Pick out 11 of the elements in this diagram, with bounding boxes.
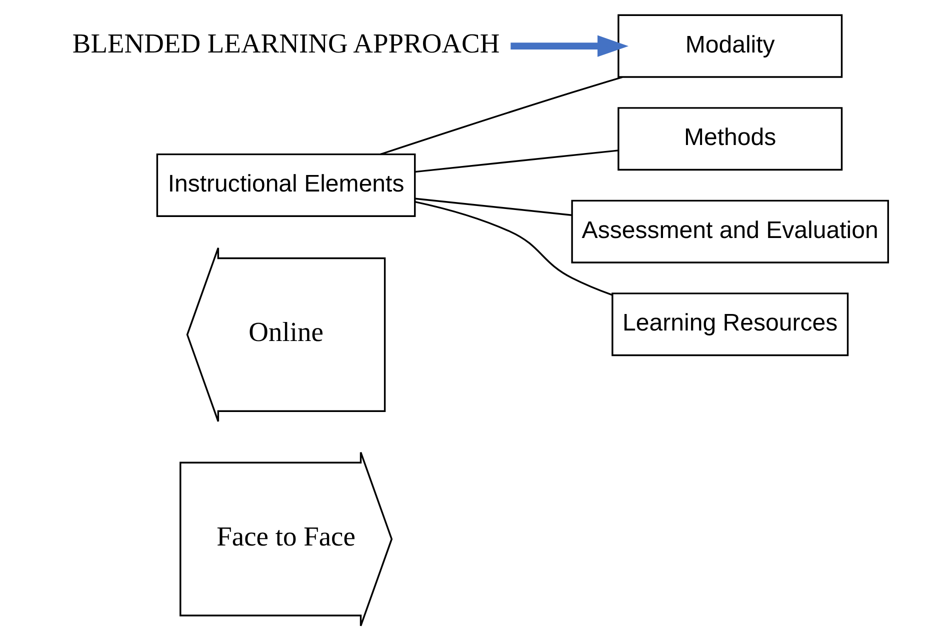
node-text: BLENDED LEARNING APPROACH [72, 28, 500, 59]
node-box: Assessment and Evaluation [571, 200, 889, 264]
connector [414, 200, 612, 296]
connector [380, 76, 623, 156]
connector [415, 150, 618, 173]
node-box: Learning Resources [612, 292, 849, 356]
node-box: Instructional Elements [156, 153, 416, 217]
connector [415, 198, 572, 216]
node-box: Modality [618, 14, 843, 78]
node-box: Methods [618, 107, 843, 171]
arrow [510, 35, 628, 57]
